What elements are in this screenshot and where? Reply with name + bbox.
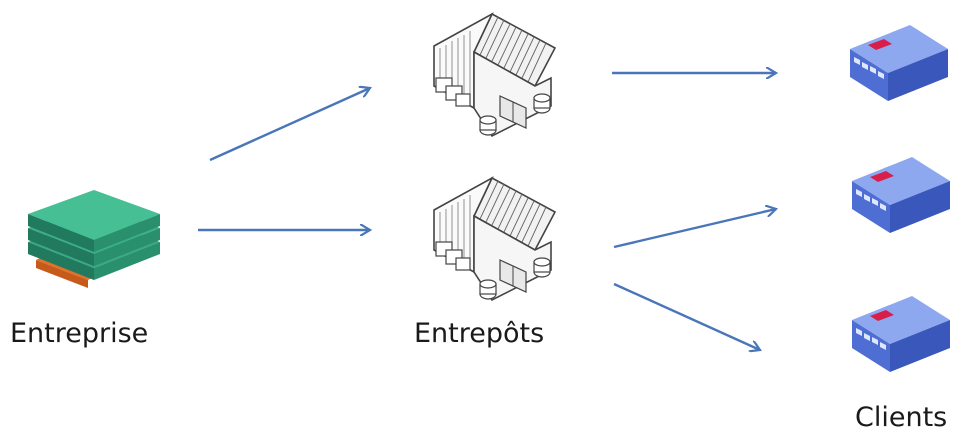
entrepots-label: Entrepôts — [414, 318, 545, 349]
clients-label: Clients — [855, 402, 948, 433]
warehouse-icon — [433, 177, 556, 301]
enterprise-icon — [28, 190, 160, 288]
client-store-icon — [852, 296, 950, 372]
arrow-entrepot-2-to-client-2 — [613, 209, 776, 249]
arrow-entreprise-to-entrepot-1 — [209, 88, 370, 162]
entreprise-label: Entreprise — [10, 318, 149, 349]
client-store-icon — [852, 157, 950, 233]
warehouse-icon — [433, 13, 556, 137]
client-store-icon — [850, 25, 948, 101]
arrow-entrepot-2-to-client-3 — [613, 282, 760, 350]
